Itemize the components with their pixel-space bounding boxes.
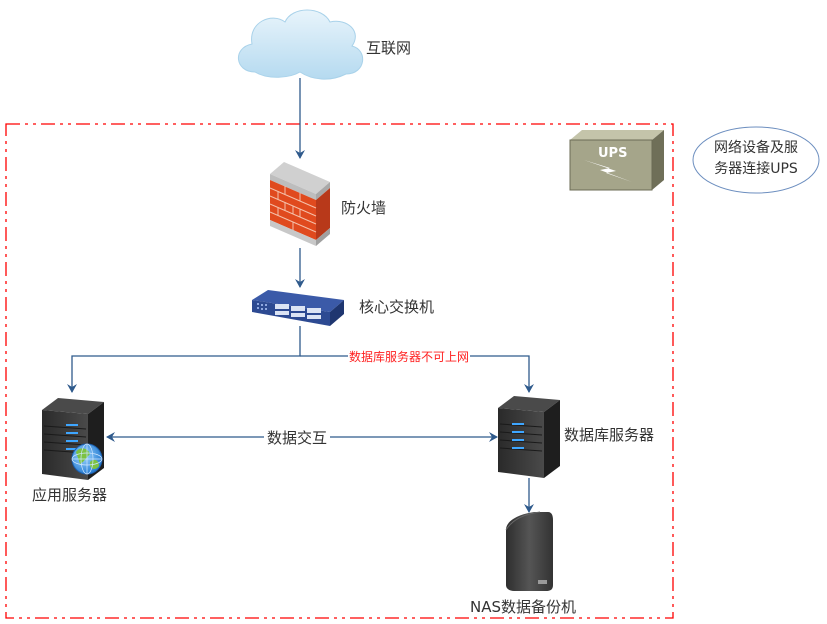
data-exchange-label: 数据交互 — [264, 427, 331, 448]
firewall-label: 防火墙 — [341, 199, 387, 217]
db-no-internet-label: 数据库服务器不可上网 — [348, 348, 471, 365]
firewall-icon — [269, 162, 330, 246]
ups-boundary — [5, 123, 674, 619]
ups-note-shape — [692, 126, 820, 194]
ups-note-line1: 网络设备及服 — [714, 140, 798, 156]
ups-note: 网络设备及服 务器连接UPS — [700, 138, 812, 180]
server-icon — [498, 396, 560, 478]
svg-text:UPS: UPS — [598, 146, 627, 161]
nas-icon — [505, 511, 553, 591]
ups-note-line2: 务器连接UPS — [714, 161, 798, 177]
edge-switch-appserver — [67, 326, 301, 393]
cloud-icon — [237, 9, 363, 80]
nas-label: NAS数据备份机 — [470, 598, 577, 616]
db-server-label: 数据库服务器 — [564, 426, 655, 444]
switch-icon — [252, 290, 344, 326]
ups-icon: UPS — [569, 130, 664, 191]
app-server-label: 应用服务器 — [32, 486, 108, 504]
core-switch-label: 核心交换机 — [359, 298, 435, 316]
globe-icon — [71, 443, 103, 475]
web-server-icon — [42, 398, 104, 480]
internet-label: 互联网 — [366, 39, 412, 57]
